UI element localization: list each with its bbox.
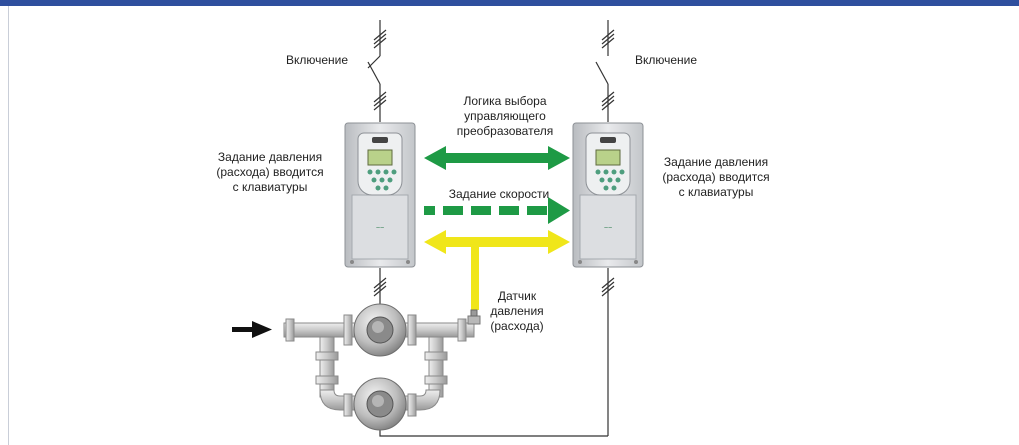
setpoint-right-line-1: Задание давления: [663, 155, 769, 169]
setpoint-right-line-3: с клавиатуры: [678, 185, 754, 199]
pump-upper: [353, 303, 407, 357]
inlet-arrow: [232, 321, 272, 338]
logic-arrow: [424, 146, 570, 170]
logic-label-line-3: преобразователя: [456, 124, 554, 138]
setpoint-left-line-1: Задание давления: [217, 150, 323, 164]
power-label-left: Включение: [286, 53, 349, 67]
vfd-right: ~~: [572, 122, 644, 268]
logic-label-line-2: управляющего: [464, 109, 546, 123]
svg-text:~~: ~~: [604, 225, 612, 232]
switch-icon-left: [367, 61, 381, 85]
sensor-label-line-3: (расхода): [490, 319, 544, 333]
vfd-left: ~~: [344, 122, 416, 268]
power-line-right: [601, 20, 615, 122]
feedback-arrow: [424, 230, 570, 310]
pump-lower: [353, 377, 407, 431]
svg-text:~~: ~~: [376, 225, 384, 232]
logic-label-line-1: Логика выбора: [463, 94, 547, 108]
setpoint-left-line-2: (расхода) вводится: [216, 165, 324, 179]
sensor-label-line-2: давления: [490, 304, 544, 318]
speed-arrow: [424, 197, 570, 224]
sensor-label: Датчик давления (расхода): [484, 289, 550, 334]
logic-label: Логика выбора управляющего преобразовате…: [443, 94, 567, 139]
setpoint-label-right: Задание давления (расхода) вводится с кл…: [654, 155, 778, 200]
pressure-sensor-icon: [467, 309, 481, 325]
sensor-label-line-1: Датчик: [497, 289, 537, 303]
header-bar: [0, 0, 1019, 6]
power-label-right: Включение: [635, 53, 698, 67]
switch-icon-right: [595, 61, 609, 85]
motor-line-left: [373, 268, 387, 308]
setpoint-right-line-2: (расхода) вводится: [662, 170, 770, 184]
setpoint-left-line-3: с клавиатуры: [232, 180, 308, 194]
frame-border: [8, 6, 9, 445]
speed-label: Задание скорости: [448, 187, 550, 201]
setpoint-label-left: Задание давления (расхода) вводится с кл…: [208, 150, 332, 195]
power-line-left: [367, 20, 387, 122]
